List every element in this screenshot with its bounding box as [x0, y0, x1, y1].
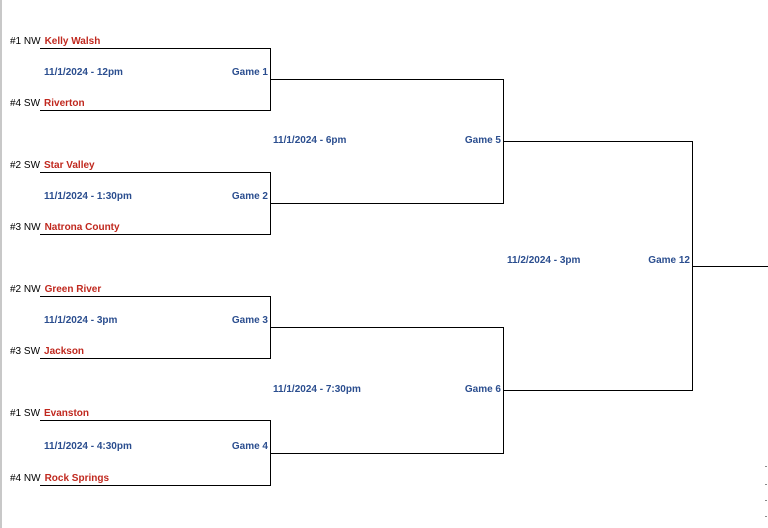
team-name: Riverton — [44, 98, 85, 109]
champion-line — [692, 266, 768, 267]
game-time: 11/1/2024 - 12pm — [44, 67, 123, 78]
team-seed: #1 NW — [10, 36, 41, 47]
team-seed: #1 SW — [10, 408, 41, 419]
game-time: 11/1/2024 - 6pm — [273, 135, 347, 146]
team-slot-line — [40, 358, 270, 359]
game-label: Game 1 — [231, 67, 268, 78]
page-edge-rule — [0, 0, 2, 528]
team-seed: #2 NW — [10, 284, 41, 295]
team-slot-line — [40, 420, 270, 421]
team-slot-line — [40, 172, 270, 173]
team-slot-line — [40, 110, 270, 111]
team-slot-line — [40, 485, 270, 486]
edge-mark — [765, 484, 767, 485]
team-slot-line — [40, 48, 270, 49]
game-label: Game 4 — [231, 441, 268, 452]
game-time: 11/1/2024 - 3pm — [44, 315, 118, 326]
game-label: Game 12 — [648, 255, 690, 266]
team-name: Natrona County — [44, 222, 120, 233]
game-time: 11/2/2024 - 3pm — [507, 255, 581, 266]
team-name: Jackson — [44, 346, 85, 357]
team-seed: #4 SW — [10, 98, 41, 109]
game-label: Game 6 — [464, 384, 501, 395]
team-name: Star Valley — [44, 160, 95, 171]
final-feed-line — [503, 390, 692, 391]
team-name: Evanston — [44, 408, 90, 419]
round2-feed-line — [270, 79, 503, 80]
game-time: 11/1/2024 - 7:30pm — [273, 384, 361, 395]
round2-feed-line — [270, 327, 503, 328]
team-seed: #3 NW — [10, 222, 41, 233]
edge-mark — [765, 466, 767, 467]
final-feed-line — [503, 141, 692, 142]
game-label: Game 5 — [464, 135, 501, 146]
game-label: Game 2 — [231, 191, 268, 202]
edge-mark — [765, 500, 767, 501]
team-seed: #4 NW — [10, 473, 41, 484]
team-name: Kelly Walsh — [44, 36, 101, 47]
team-name: Green River — [44, 284, 102, 295]
team-seed: #3 SW — [10, 346, 41, 357]
team-seed: #2 SW — [10, 160, 41, 171]
round2-feed-line — [270, 453, 503, 454]
game-time: 11/1/2024 - 1:30pm — [44, 191, 132, 202]
round2-feed-line — [270, 203, 503, 204]
team-slot-line — [40, 296, 270, 297]
game-time: 11/1/2024 - 4:30pm — [44, 441, 132, 452]
team-slot-line — [40, 234, 270, 235]
edge-mark — [765, 516, 767, 517]
game-label: Game 3 — [231, 315, 268, 326]
team-name: Rock Springs — [44, 473, 110, 484]
